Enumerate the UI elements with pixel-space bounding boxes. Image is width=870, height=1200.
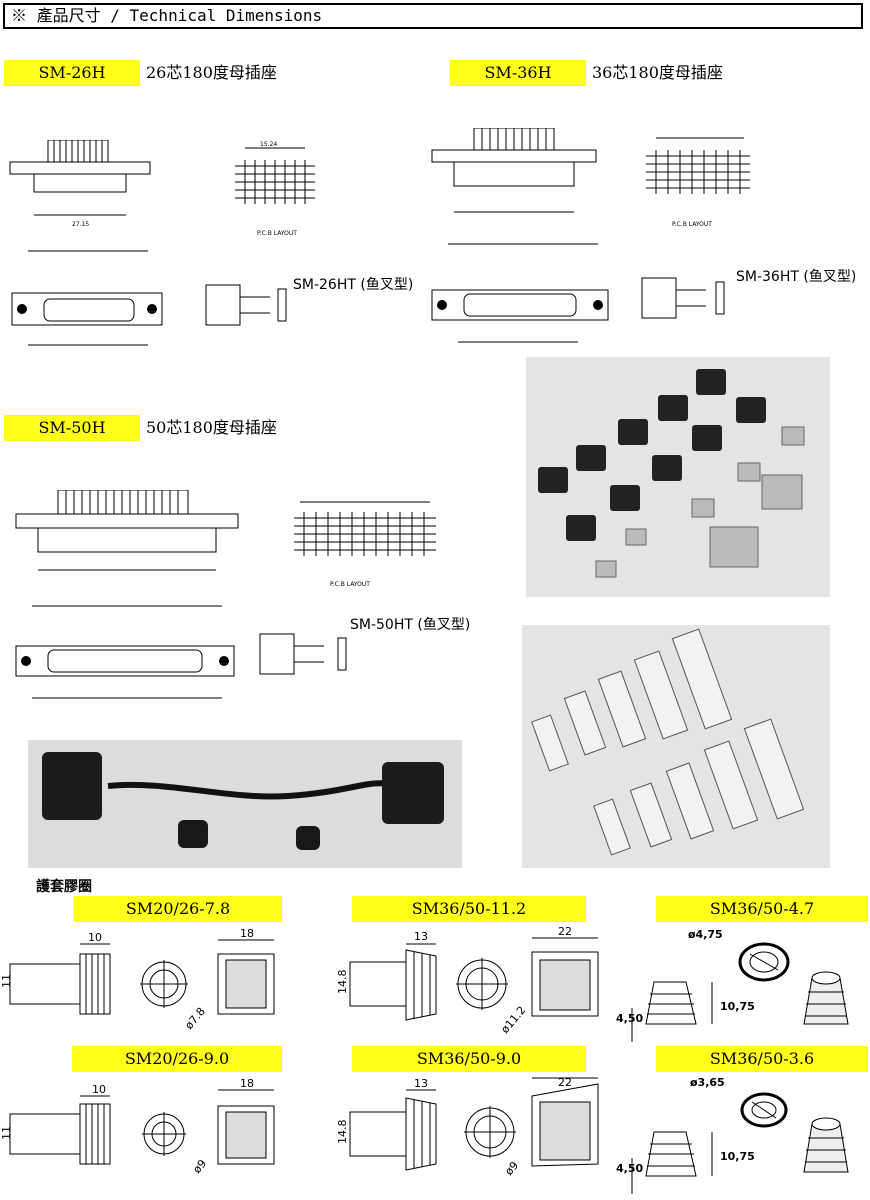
sm36ht-drawing <box>641 277 725 319</box>
boot3-height: 10,75 <box>720 1000 755 1013</box>
boot-drawing-sm2026-78: 10 11 ø7.8 18 <box>0 927 275 1032</box>
sm50h-side-drawing <box>15 490 239 571</box>
boot-drawing-sm2026-90: 10 11 ø9 18 <box>0 1077 275 1176</box>
boot-drawing-sm3650-90: 13 14.8 ø9 22 <box>336 1076 599 1178</box>
product-code-sm36h: SM-36H <box>450 60 586 86</box>
sm50h-front-drawing <box>15 605 235 699</box>
product-code-sm50h: SM-50H <box>4 415 140 441</box>
boot-code-sm3650-112: SM36/50-11.2 <box>352 896 586 922</box>
boot4-width: 10 <box>92 1083 106 1096</box>
product-desc-sm50h: 50芯180度母插座 <box>146 418 277 437</box>
boot2-dia: ø11.2 <box>498 1004 528 1036</box>
boot3-top-dia: ø4,75 <box>688 928 723 941</box>
sm36ht-label: SM-36HT (鱼叉型) <box>736 269 857 285</box>
boot1-height: 11 <box>0 974 13 988</box>
sm50ht-drawing <box>259 633 347 675</box>
product-photo-plugs <box>526 357 830 597</box>
sm26h-pcb-drawing: 15.24 P.C.B LAYOUT <box>235 141 315 237</box>
sm36h-pcb-drawing: P.C.B LAYOUT <box>646 137 750 228</box>
boot-code-sm3650-90: SM36/50-9.0 <box>352 1046 586 1072</box>
svg-text:15.24: 15.24 <box>260 141 277 148</box>
sm50h-pcb-drawing: P.C.B LAYOUT <box>294 501 436 588</box>
boot5-width: 13 <box>414 1077 428 1090</box>
boot-code-sm3650-36: SM36/50-3.6 <box>656 1046 868 1072</box>
boot4-height: 11 <box>0 1126 13 1140</box>
sm50ht-label: SM-50HT (鱼叉型) <box>350 617 471 633</box>
sm26h-side-drawing: 27.15 <box>9 140 151 228</box>
product-desc-sm36h: 36芯180度母插座 <box>592 63 723 82</box>
boot6-base: 4,50 <box>616 1162 643 1175</box>
sm36h-front-drawing <box>431 243 609 343</box>
boot-drawing-sm3650-36: ø3,65 10,75 4,50 <box>616 1076 849 1194</box>
page-header: ※ 產品尺寸 / Technical Dimensions <box>3 3 863 29</box>
boot-section-title: 護套膠圈 <box>36 879 92 895</box>
boot3-base: 4,50 <box>616 1012 643 1025</box>
sm26ht-label: SM-26HT (鱼叉型) <box>293 277 414 293</box>
product-code-sm26h: SM-26H <box>4 60 140 86</box>
boot1-width: 10 <box>88 931 102 944</box>
boot4-length: 18 <box>240 1077 254 1090</box>
boot5-length: 22 <box>558 1076 572 1089</box>
pcb-label-26: P.C.B LAYOUT <box>257 230 297 237</box>
boot4-dia: ø9 <box>190 1157 209 1176</box>
sm26ht-drawing <box>205 284 287 326</box>
product-desc-sm26h: 26芯180度母插座 <box>146 63 277 82</box>
boot5-height: 14.8 <box>336 1120 349 1145</box>
boot2-height: 14.8 <box>336 970 349 995</box>
product-photo-cable <box>28 740 462 868</box>
boot-drawing-sm3650-47: ø4,75 10,75 4,50 <box>616 928 849 1042</box>
product-photo-sockets <box>522 625 830 868</box>
boot1-length: 18 <box>240 927 254 940</box>
boot-drawing-sm3650-112: 13 14.8 ø11.2 22 <box>336 926 599 1036</box>
pcb-label-50: P.C.B LAYOUT <box>330 581 370 588</box>
boot2-width: 13 <box>414 930 428 943</box>
boot6-top-dia: ø3,65 <box>690 1076 725 1089</box>
sm26h-front-drawing <box>11 250 163 346</box>
sm36h-side-drawing <box>431 128 597 213</box>
boot-code-sm3650-47: SM36/50-4.7 <box>656 896 868 922</box>
boot-code-sm2026-90: SM20/26-9.0 <box>72 1046 282 1072</box>
boot5-dia: ø9 <box>502 1159 521 1178</box>
boot-code-sm2026-78: SM20/26-7.8 <box>74 896 282 922</box>
boot6-height: 10,75 <box>720 1150 755 1163</box>
boot2-length: 22 <box>558 926 572 938</box>
pcb-label-36: P.C.B LAYOUT <box>672 221 712 228</box>
svg-text:27.15: 27.15 <box>72 221 89 228</box>
boot1-dia: ø7.8 <box>182 1005 208 1032</box>
